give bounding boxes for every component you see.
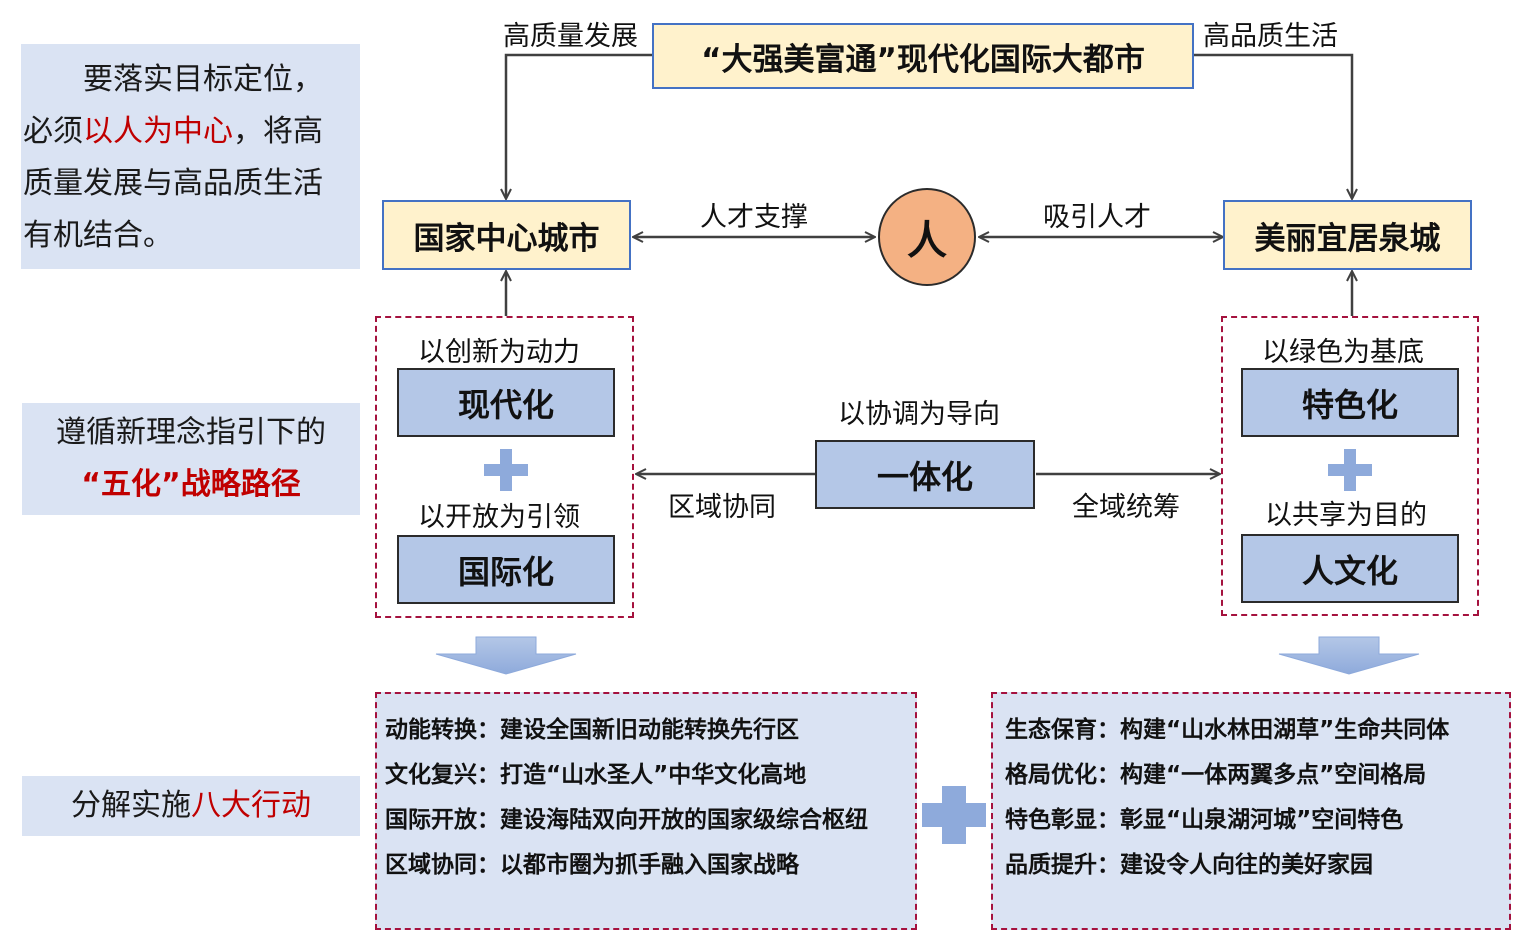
characteristic-label: 特色化	[1301, 385, 1398, 424]
right-group-frame	[1221, 316, 1479, 616]
action-item: 区域协同：以都市圈为抓手融入国家战略	[385, 852, 799, 878]
center-left-link: 区域协同	[668, 492, 776, 523]
left-group-frame	[375, 316, 634, 618]
down-arrow-right	[1278, 636, 1420, 675]
left-plus-icon-v	[500, 449, 512, 491]
modernization-box: 现代化	[397, 368, 615, 437]
right-cap-green: 以绿色为基底	[1262, 337, 1424, 368]
big-plus-icon-v	[942, 786, 966, 844]
left-city-label: 国家中心城市	[413, 220, 600, 257]
arrow-top-to-right-city	[1194, 53, 1352, 198]
action-item: 国际开放：建设海陆双向开放的国家级综合枢纽	[385, 807, 868, 833]
left-cap-opening: 以开放为引领	[418, 502, 580, 533]
humanistic-label: 人文化	[1301, 551, 1398, 590]
side-box-actions-highlight: 八大行动	[191, 788, 311, 823]
actions-left-box: 动能转换：建设全国新旧动能转换先行区 文化复兴：打造“山水圣人”中华文化高地 国…	[375, 692, 917, 930]
action-item: 动能转换：建设全国新旧动能转换先行区	[385, 717, 799, 743]
center-cap: 以协调为导向	[838, 399, 1000, 430]
modernization-label: 现代化	[457, 385, 554, 424]
internationalization-label: 国际化	[457, 552, 554, 591]
right-plus-icon-v	[1344, 449, 1356, 491]
side-box-actions-text: 分解实施	[71, 788, 191, 823]
action-item: 文化复兴：打造“山水圣人”中华文化高地	[385, 762, 807, 788]
side-box-goal-text-1: 要落实目标定位，必须	[23, 62, 323, 149]
left-city-box: 国家中心城市	[382, 200, 631, 270]
side-box-strategy-line1: 遵循新理念指引下的	[56, 415, 326, 450]
arrow-top-to-left-city	[506, 53, 652, 198]
side-box-goal-highlight: 以人为中心	[83, 114, 233, 149]
right-link-label: 吸引人才	[1043, 202, 1151, 233]
side-box-actions: 分解实施八大行动	[22, 776, 360, 836]
side-box-goal-text-2: ，将高质量发展与高品质生活有机结合。	[23, 114, 323, 253]
humanistic-box: 人文化	[1241, 534, 1459, 603]
center-right-link: 全域统筹	[1072, 492, 1180, 523]
right-cap-sharing: 以共享为目的	[1265, 500, 1427, 531]
actions-right-box: 生态保育：构建“山水林田湖草”生命共同体 格局优化：构建“一体两翼多点”空间格局…	[991, 692, 1511, 930]
top-right-label: 高品质生活	[1203, 21, 1338, 52]
person-label: 人	[907, 218, 947, 264]
internationalization-box: 国际化	[397, 535, 615, 604]
integration-box: 一体化	[815, 440, 1035, 509]
right-city-label: 美丽宜居泉城	[1254, 220, 1441, 257]
action-item: 品质提升：建设令人向往的美好家园	[1005, 852, 1373, 878]
left-cap-innovation: 以创新为动力	[418, 337, 580, 368]
top-left-label: 高质量发展	[503, 21, 638, 52]
integration-label: 一体化	[876, 457, 973, 496]
right-city-box: 美丽宜居泉城	[1223, 200, 1472, 270]
action-item: 特色彰显：彰显“山泉湖河城”空间特色	[1005, 807, 1404, 833]
left-link-label: 人才支撑	[700, 202, 808, 233]
characteristic-box: 特色化	[1241, 368, 1459, 437]
side-box-goal: 要落实目标定位，必须以人为中心，将高质量发展与高品质生活有机结合。	[21, 44, 360, 269]
action-item: 生态保育：构建“山水林田湖草”生命共同体	[1005, 717, 1450, 743]
top-title: “大强美富通”现代化国际大都市	[701, 41, 1145, 78]
top-title-box: “大强美富通”现代化国际大都市	[652, 23, 1194, 89]
side-box-strategy-highlight: “五化”战略路径	[81, 467, 301, 502]
person-circle: 人	[878, 188, 976, 286]
down-arrow-left	[435, 636, 577, 675]
action-item: 格局优化：构建“一体两翼多点”空间格局	[1005, 762, 1427, 788]
side-box-strategy: 遵循新理念指引下的 “五化”战略路径	[22, 403, 360, 515]
